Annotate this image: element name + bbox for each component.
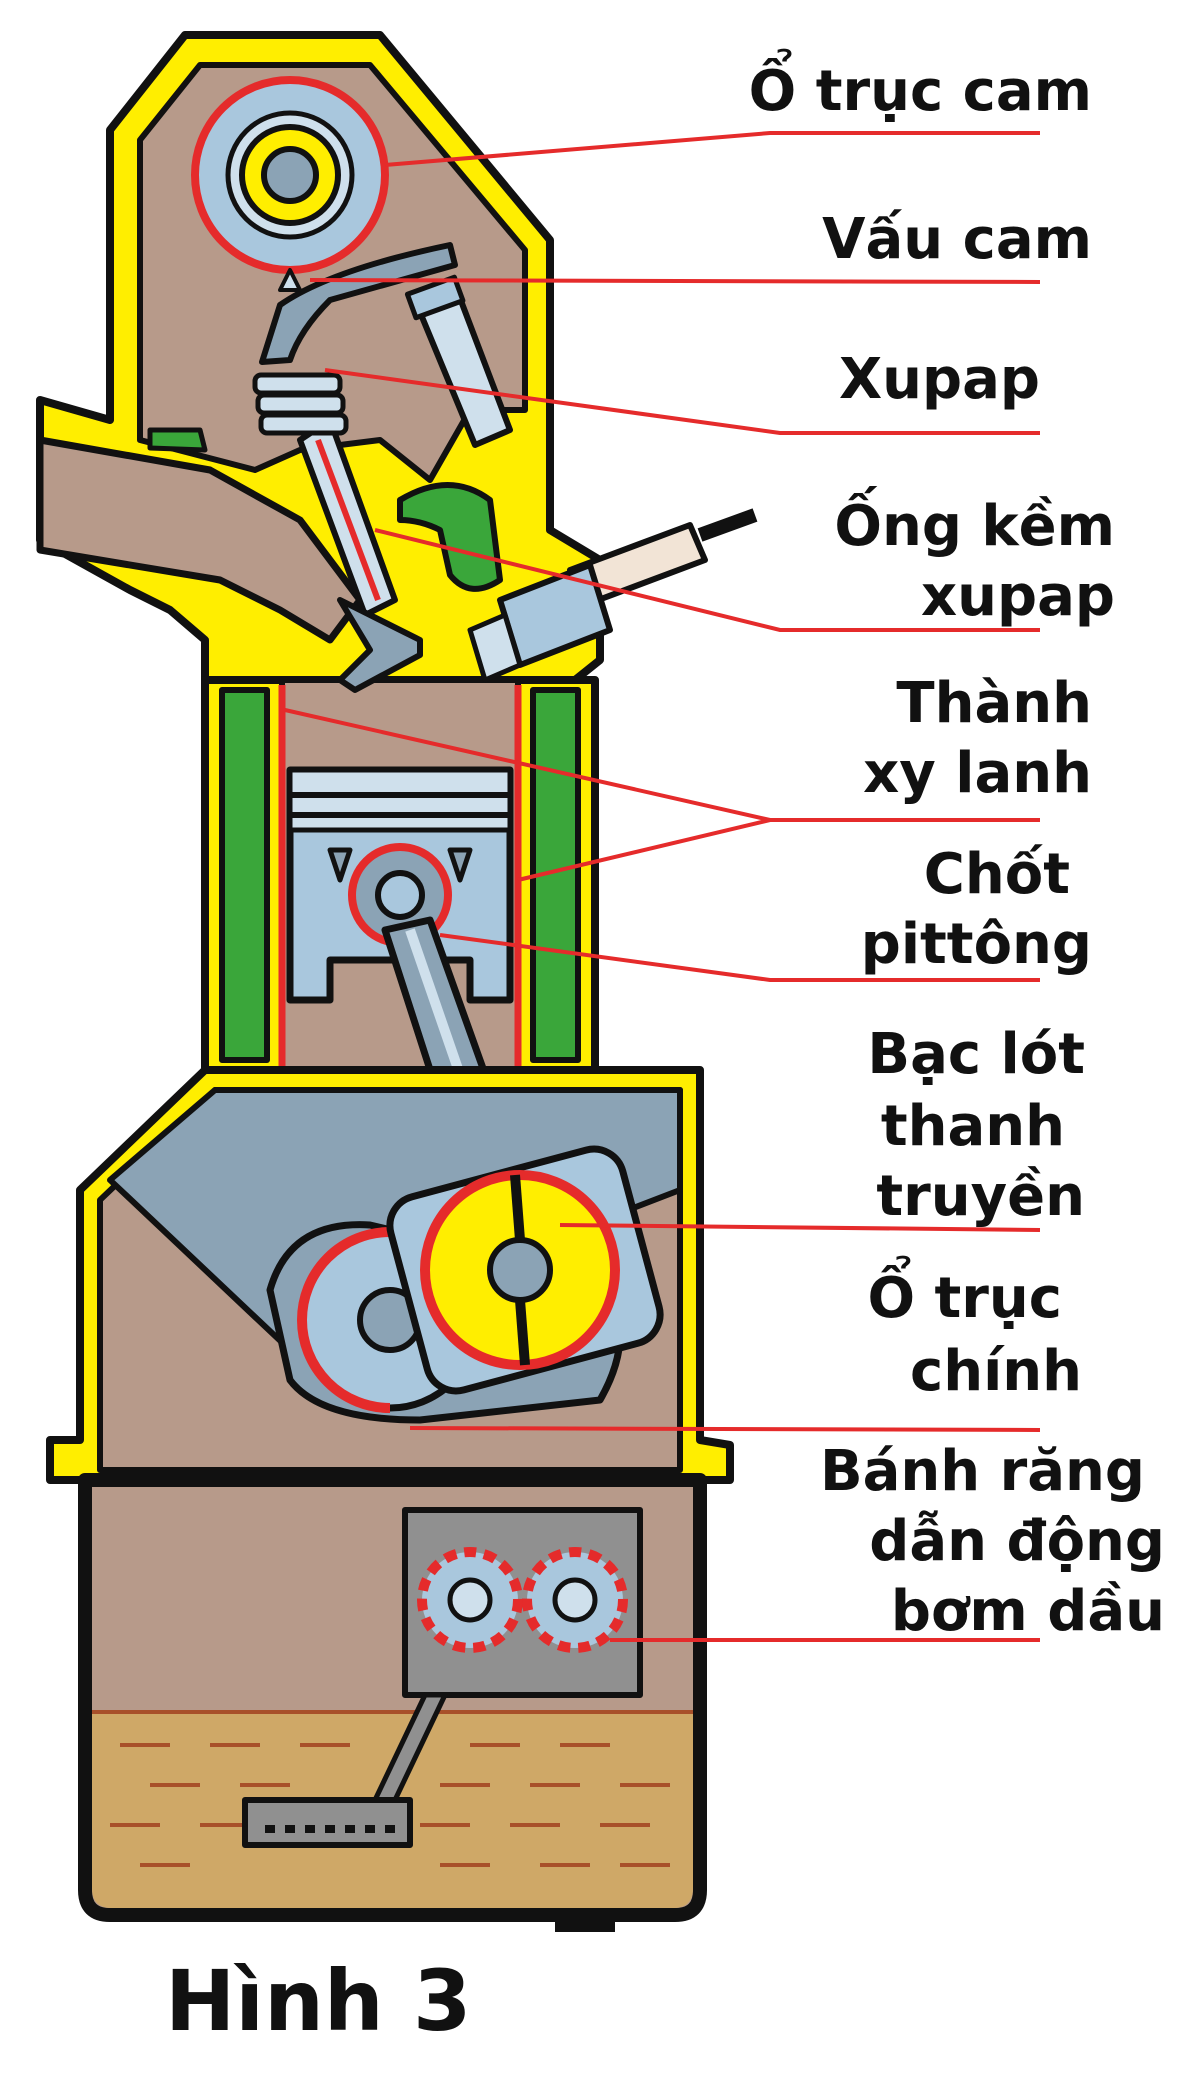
oil-dashes: [110, 1743, 670, 1867]
label-ong-kem-xupap: Ống kềm xupap: [834, 487, 1115, 629]
pointer-thanh-xy-lanh-b: [517, 818, 771, 882]
camshaft: [191, 76, 389, 292]
label-vau-cam: Vấu cam: [822, 207, 1092, 272]
valve: [252, 372, 423, 693]
pointer-lines: [284, 131, 1041, 1642]
svg-text:bơm dầu: bơm dầu: [891, 1579, 1165, 1644]
svg-text:Ống kềm: Ống kềm: [834, 487, 1115, 559]
pointer-ong-kem-xupap: [374, 528, 1040, 632]
adjustment-screw: [404, 274, 513, 448]
figure-caption: Hình 3: [165, 1952, 471, 2050]
intake-port: [36, 436, 364, 644]
gear-right: [522, 1547, 628, 1653]
svg-text:xy lanh: xy lanh: [863, 741, 1092, 806]
svg-text:truyền: truyền: [876, 1164, 1085, 1229]
svg-text:thanh: thanh: [881, 1094, 1065, 1159]
engine-illustration: [36, 31, 758, 1932]
svg-text:Xupap: Xupap: [839, 347, 1040, 412]
label-banh-rang-dan-dong-bom-dau: Bánh răng dẫn động bơm dầu: [820, 1439, 1165, 1644]
label-xupap: Xupap: [839, 347, 1040, 412]
gear-left: [417, 1547, 523, 1653]
big-end-bearing: [386, 1145, 664, 1395]
svg-text:Chốt: Chốt: [924, 842, 1070, 907]
head-oil-passage: [397, 482, 503, 592]
svg-text:Ổ trục cam: Ổ trục cam: [749, 50, 1092, 124]
rocker-arm: [259, 242, 458, 365]
coolant-jacket-left: [219, 687, 270, 1063]
label-o-truc-chinh: Ổ trục chính: [867, 1257, 1082, 1404]
svg-text:chính: chính: [910, 1339, 1082, 1404]
pointer-vau-cam: [309, 278, 1041, 284]
pointer-o-truc-chinh: [409, 1426, 1041, 1432]
svg-text:pittông: pittông: [861, 912, 1092, 977]
svg-text:xupap: xupap: [921, 564, 1115, 629]
pointer-xupap: [324, 368, 1040, 435]
label-thanh-xy-lanh: Thành xy lanh: [863, 671, 1092, 806]
head-small-passage: [147, 427, 208, 453]
label-o-truc-cam: Ổ trục cam: [749, 50, 1092, 124]
label-chot-pittong: Chốt pittông: [861, 842, 1092, 977]
pointer-o-truc-cam: [384, 131, 1040, 167]
pointer-bac-lot: [559, 1223, 1041, 1232]
svg-text:Ổ trục: Ổ trục: [867, 1257, 1062, 1331]
svg-text:dẫn động: dẫn động: [869, 1509, 1165, 1574]
label-bac-lot-thanh-truyen: Bạc lót thanh truyền: [867, 1022, 1085, 1229]
oil-strainer-holes: [265, 1825, 395, 1833]
valve-spring: [252, 372, 349, 436]
svg-text:Vấu cam: Vấu cam: [822, 207, 1092, 272]
pointer-chot-pittong: [439, 933, 1040, 982]
svg-text:Bánh răng: Bánh răng: [820, 1439, 1145, 1504]
svg-text:Bạc lót: Bạc lót: [867, 1022, 1085, 1087]
svg-text:Thành: Thành: [896, 671, 1092, 736]
drain-plug: [555, 1912, 615, 1932]
